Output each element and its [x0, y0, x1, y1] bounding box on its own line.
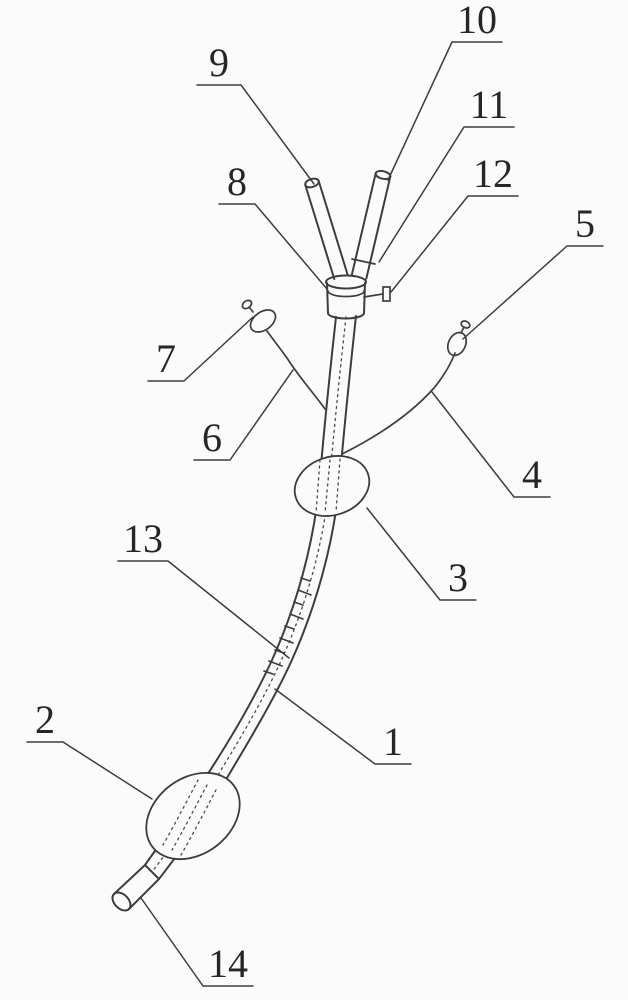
pilot-balloon-right: [446, 320, 471, 357]
side-valve: [363, 286, 391, 302]
pilot-right-valve-cap: [460, 320, 471, 329]
side-valve-knob: [382, 286, 391, 302]
connector-right-side: [363, 282, 366, 314]
leader-line-11: [378, 126, 515, 263]
pilot-right-bulb: [446, 331, 468, 357]
ref-label-10: 10: [457, 0, 497, 42]
leader-lines: [26, 41, 604, 987]
connector-top-flange: [325, 274, 367, 290]
ref-label-9: 9: [209, 40, 229, 85]
leader-line-8: [218, 203, 328, 290]
cuff-2-hidden-tube: [162, 779, 217, 856]
ref-label-8: 8: [227, 159, 247, 204]
ref-label-3: 3: [448, 555, 468, 600]
cuff-3-outline: [293, 455, 371, 517]
leader-line-2: [26, 741, 153, 800]
main-tube-centerline: [151, 316, 347, 873]
cuff-2-outline: [145, 771, 241, 861]
ref-label-12: 12: [473, 151, 513, 196]
leader-line-13: [117, 560, 290, 659]
leader-line-5: [462, 245, 604, 340]
side-valve-stem: [363, 293, 384, 298]
ref-label-5: 5: [575, 201, 595, 246]
left-branch-inner-edge: [317, 180, 349, 276]
leader-line-10: [387, 41, 503, 181]
cuff-3-hidden-tube: [315, 458, 341, 514]
leader-line-9: [196, 84, 315, 185]
ref-label-4: 4: [522, 452, 542, 497]
ref-label-6: 6: [202, 415, 222, 460]
inflation-line-left: [266, 330, 326, 410]
ref-label-1: 1: [383, 719, 403, 764]
leader-line-3: [366, 507, 477, 601]
pilot-balloon-left: [241, 299, 277, 333]
right-branch-flange: [351, 258, 376, 265]
inflation-line-left-path: [266, 330, 326, 410]
proximal-cuff-balloon: [293, 455, 371, 517]
distal-cuff-balloon: [145, 771, 241, 861]
tube-tip: [111, 864, 160, 912]
reference-labels: 1 2 3 4 5 6 7 8 9 10 11 12 13 14: [35, 0, 595, 986]
tip-joint-line: [144, 864, 160, 880]
left-branch-tube: [304, 177, 349, 280]
ref-label-2: 2: [35, 697, 55, 742]
tip-opening: [111, 891, 132, 912]
leader-line-14: [140, 897, 254, 987]
left-branch-opening: [304, 177, 320, 189]
connector-left-side: [326, 282, 329, 314]
right-branch-tube: [350, 169, 392, 280]
tip-lower-edge: [128, 878, 160, 910]
leader-line-1: [274, 688, 412, 765]
ref-label-14: 14: [208, 941, 248, 986]
ref-label-11: 11: [470, 82, 509, 127]
leader-line-6: [193, 369, 294, 461]
inflation-line-right: [341, 352, 456, 455]
leader-line-12: [390, 195, 519, 293]
right-branch-inner-edge: [365, 175, 392, 280]
connector-body: [325, 274, 367, 320]
left-branch-outer-edge: [304, 184, 336, 280]
ref-label-13: 13: [123, 516, 163, 561]
leader-line-7: [147, 316, 254, 382]
tip-upper-edge: [113, 864, 146, 895]
connector-band: [327, 290, 365, 298]
right-branch-outer-edge: [350, 172, 377, 277]
leader-line-4: [431, 391, 551, 498]
pilot-left-bulb: [249, 309, 277, 333]
depth-markings: [263, 577, 312, 675]
connector-bottom-rim: [327, 312, 365, 320]
pilot-left-valve-cap: [241, 299, 253, 310]
inflation-line-right-path: [341, 352, 456, 455]
ref-label-7: 7: [156, 336, 176, 381]
